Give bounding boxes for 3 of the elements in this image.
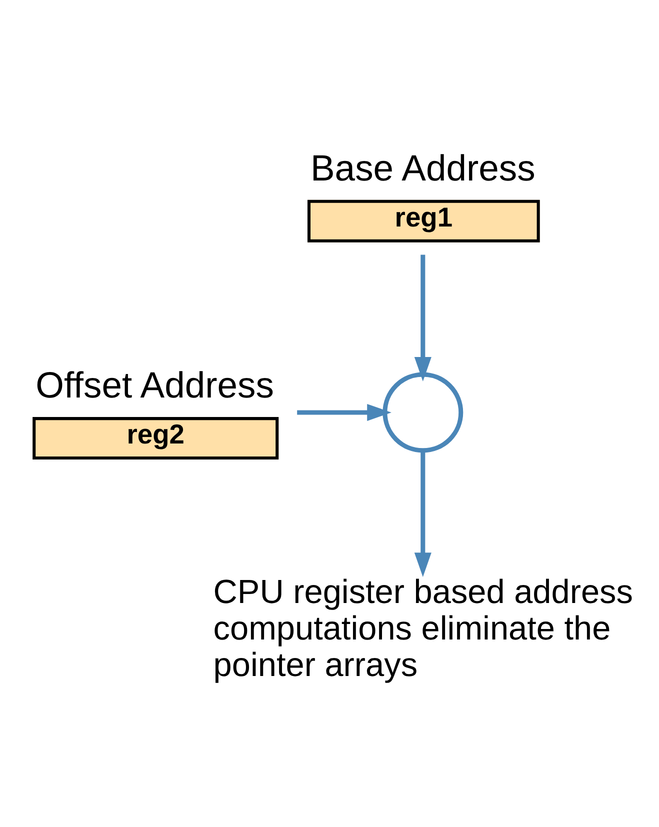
node-text: CPU register based address computations eliminate the pointer arrays <box>213 574 633 684</box>
node-label: Base Address <box>310 146 536 188</box>
node-label: Offset Address <box>36 364 274 406</box>
